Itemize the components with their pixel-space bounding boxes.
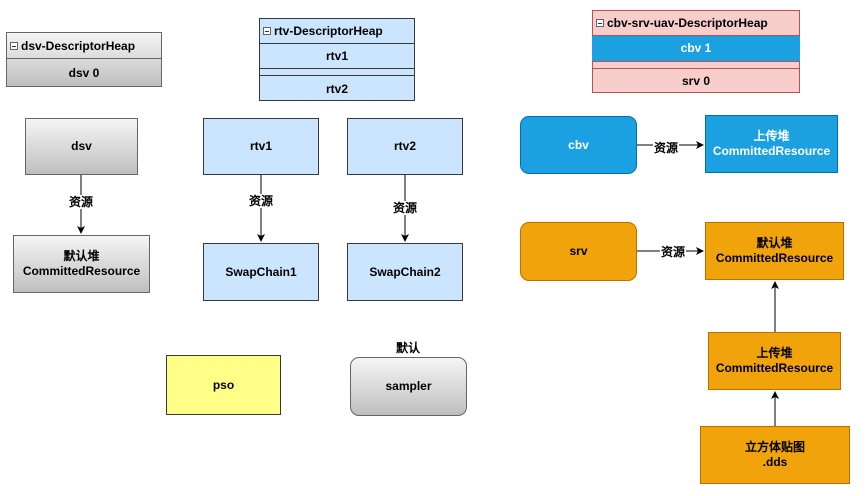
default-heap-dsv-node[interactable]: 默认堆 CommittedResource bbox=[13, 235, 150, 293]
rtv-heap-row-1[interactable]: rtv1 bbox=[260, 44, 414, 69]
cbv-srv-uav-descriptor-heap[interactable]: cbv-srv-uav-DescriptorHeap cbv 1 srv 0 bbox=[592, 10, 800, 93]
rtv-heap-header: rtv-DescriptorHeap bbox=[260, 19, 414, 44]
dsv-node[interactable]: dsv bbox=[25, 118, 138, 175]
collapse-icon[interactable] bbox=[263, 27, 271, 35]
rtv-heap-title: rtv-DescriptorHeap bbox=[274, 24, 383, 38]
default-heap-srv-node[interactable]: 默认堆 CommittedResource bbox=[705, 222, 844, 280]
srv-resource-label: 资源 bbox=[660, 245, 687, 259]
rtv1-resource-label: 资源 bbox=[248, 194, 275, 208]
rtv-descriptor-heap[interactable]: rtv-DescriptorHeap rtv1 rtv2 bbox=[259, 18, 415, 101]
cbv-heap-row-2[interactable]: srv 0 bbox=[681, 74, 711, 88]
rtv1-node[interactable]: rtv1 bbox=[203, 118, 319, 175]
srv-node[interactable]: srv bbox=[520, 222, 637, 281]
swapchain2-node[interactable]: SwapChain2 bbox=[347, 243, 463, 301]
dsv-descriptor-heap[interactable]: dsv-DescriptorHeap dsv 0 bbox=[6, 32, 162, 87]
collapse-icon[interactable] bbox=[10, 41, 18, 50]
cbv-heap-header: cbv-srv-uav-DescriptorHeap bbox=[593, 11, 799, 36]
sampler-node[interactable]: sampler bbox=[350, 357, 467, 416]
rtv2-resource-label: 资源 bbox=[392, 201, 419, 215]
dsv-heap-title: dsv-DescriptorHeap bbox=[21, 38, 136, 53]
row-separator bbox=[593, 62, 799, 69]
collapse-icon[interactable] bbox=[596, 19, 604, 27]
pso-node[interactable]: pso bbox=[166, 355, 281, 415]
dsv-resource-label: 资源 bbox=[68, 195, 95, 209]
cbv-node[interactable]: cbv bbox=[520, 116, 637, 174]
cbv-resource-label: 资源 bbox=[653, 141, 680, 155]
rtv-heap-row-2[interactable]: rtv2 bbox=[325, 81, 348, 96]
swapchain1-node[interactable]: SwapChain1 bbox=[203, 243, 319, 301]
row-separator bbox=[260, 69, 414, 76]
rtv2-node[interactable]: rtv2 bbox=[347, 118, 463, 175]
sampler-caption: 默认 bbox=[395, 340, 420, 355]
upload-heap-cbv-node[interactable]: 上传堆 CommittedResource bbox=[705, 115, 838, 173]
cbv-heap-title: cbv-srv-uav-DescriptorHeap bbox=[607, 16, 768, 30]
dsv-heap-row[interactable]: dsv 0 bbox=[68, 65, 100, 80]
cubemap-node[interactable]: 立方体贴图 .dds bbox=[700, 426, 850, 484]
upload-heap-srv-node[interactable]: 上传堆 CommittedResource bbox=[708, 332, 841, 390]
cbv-heap-row-1[interactable]: cbv 1 bbox=[592, 36, 800, 62]
dsv-heap-header: dsv-DescriptorHeap bbox=[7, 33, 161, 59]
